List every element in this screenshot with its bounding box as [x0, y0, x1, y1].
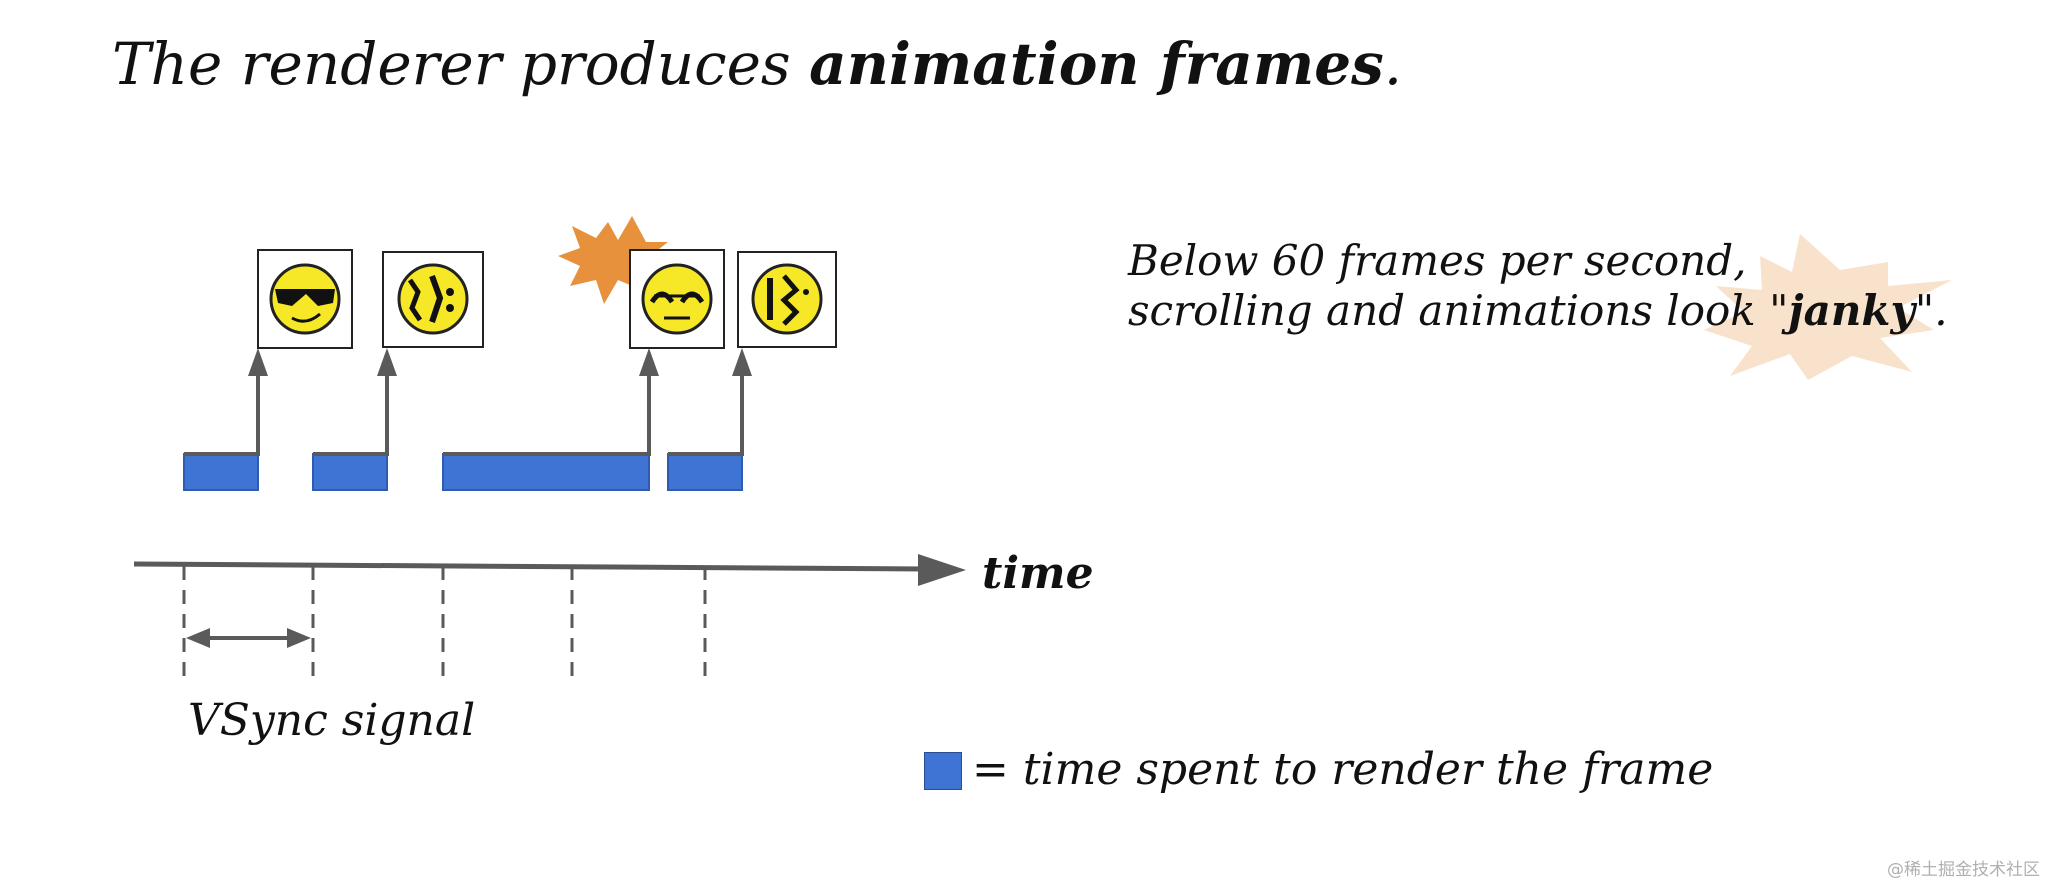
jank-burst-icon	[558, 216, 668, 304]
title-bold: animation frames	[809, 30, 1384, 98]
frame-2	[382, 251, 484, 348]
render-block-1	[183, 453, 259, 491]
pale-burst-icon	[1704, 234, 1952, 380]
legend-swatch	[924, 752, 962, 790]
turned-face-icon	[397, 263, 469, 335]
render-block-4	[667, 453, 743, 491]
watermark: @稀土掘金技术社区	[1887, 860, 2040, 880]
title-suffix: .	[1383, 30, 1403, 98]
jank-note-line1: Below 60 frames per second,	[1128, 236, 1747, 285]
jank-note-line2-prefix: scrolling and animations look "	[1128, 286, 1789, 335]
squinting-face-icon	[641, 263, 713, 335]
vsync-ticks	[182, 566, 707, 680]
vsync-label: VSync signal	[188, 695, 476, 746]
frame-4	[737, 251, 837, 348]
jank-note: Below 60 frames per second, scrolling an…	[1128, 236, 1948, 336]
frame-arrows	[184, 368, 744, 456]
legend-label: = time spent to render the frame	[972, 744, 1714, 795]
axis-label: time	[982, 548, 1094, 599]
vsync-interval-arrow	[186, 628, 311, 648]
arrowheads	[248, 348, 752, 376]
render-block-3	[442, 453, 650, 491]
time-axis-arrowhead	[918, 554, 966, 586]
jank-note-line2-suffix: ".	[1914, 286, 1948, 335]
jank-word: janky	[1788, 286, 1915, 335]
jank-note-line2: scrolling and animations look "janky".	[1128, 286, 1948, 336]
frame-1	[257, 249, 353, 349]
frame-3	[629, 249, 725, 349]
render-block-2	[312, 453, 388, 491]
title-prefix: The renderer produces	[112, 30, 810, 98]
sunglasses-face-icon	[269, 263, 341, 335]
page-title: The renderer produces animation frames.	[112, 30, 1402, 98]
time-axis	[133, 561, 927, 572]
turned-face-icon-2	[751, 263, 823, 335]
